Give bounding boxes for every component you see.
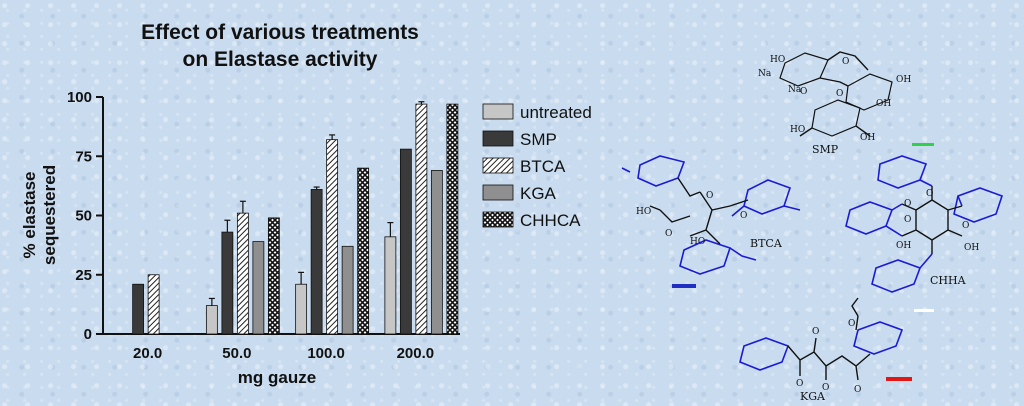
- kga-atom-1: O: [812, 327, 819, 337]
- y-axis-title-line-1: % elastase: [20, 172, 39, 259]
- btca-atom-3: O: [740, 211, 747, 221]
- bar-btca-50.0: [236, 212, 249, 335]
- legend-swatch-untreated: [482, 103, 514, 120]
- x-tick-label-3: 200.0: [397, 345, 435, 362]
- y-axis-ticks: 0 25 50 75 100: [67, 89, 103, 343]
- bar-chhca-100.0: [357, 167, 370, 335]
- bar-smp-20.0: [132, 283, 145, 335]
- chha-atom-2: OH: [964, 243, 979, 253]
- smp-atom-1: Na: [758, 69, 772, 79]
- chha-atom-4: O: [904, 215, 911, 225]
- bar-kga-50.0: [252, 241, 265, 335]
- smp-atom-2: O: [800, 87, 807, 97]
- smp-label: SMP: [812, 143, 839, 156]
- btca-label: BTCA: [750, 237, 783, 250]
- bar-chhca-200.0: [446, 103, 459, 335]
- chha-atom-5: O: [904, 199, 911, 209]
- bar-chhca-50.0: [267, 217, 280, 335]
- bar-btca-100.0: [326, 139, 339, 335]
- btca-atom-0: HO: [636, 207, 651, 217]
- chha-structure: O O OH OH O O CHHA: [845, 155, 1004, 312]
- kga-atom-4: O: [848, 319, 855, 329]
- kga-atom-2: O: [822, 383, 829, 393]
- legend-label-kga: KGA: [520, 184, 557, 203]
- kga-label: KGA: [800, 390, 826, 403]
- legend-swatch-smp: [482, 130, 514, 147]
- btca-atom-1: O: [665, 229, 672, 239]
- x-axis-title: mg gauze: [238, 368, 316, 387]
- smp-atom-0: HO: [770, 55, 785, 65]
- smp-atom-4: O: [842, 57, 849, 67]
- smp-structure: HO Na O Na O OH HO OH O OH SMP: [758, 51, 934, 156]
- x-tick-label-0: 20.0: [133, 345, 162, 362]
- legend-label-untreated: untreated: [520, 103, 592, 122]
- y-tick-label-0: 0: [84, 326, 92, 343]
- chha-atom-1: O: [962, 221, 969, 231]
- y-tick-label-2: 50: [75, 208, 92, 225]
- x-tick-label-2: 100.0: [307, 345, 345, 362]
- smp-atom-6: HO: [790, 125, 805, 135]
- legend-label-btca: BTCA: [520, 157, 566, 176]
- smp-atom-5: OH: [896, 75, 911, 85]
- legend-swatch-kga: [482, 184, 514, 201]
- btca-atom-2: O: [706, 191, 713, 201]
- legend-swatch-chhca: [482, 211, 514, 228]
- btca-atom-4: HO: [690, 237, 705, 247]
- chha-label: CHHA: [930, 274, 967, 287]
- x-axis-ticks: 20.0 50.0 100.0 200.0: [133, 345, 434, 362]
- smp-atom-7: OH: [876, 99, 891, 109]
- chha-atom-0: O: [926, 189, 933, 199]
- bar-btca-20.0: [147, 274, 160, 335]
- bar-kga-100.0: [341, 245, 354, 335]
- kga-atom-0: O: [796, 379, 803, 389]
- bar-smp-50.0: [221, 231, 234, 335]
- smp-green-marker: [912, 143, 934, 146]
- smp-atom-8: O: [836, 89, 843, 99]
- y-axis-title-line-2: sequestered: [40, 165, 59, 265]
- kga-red-marker: [886, 377, 912, 381]
- legend-label-chhca: CHHCA: [520, 211, 581, 230]
- kga-atom-3: O: [854, 385, 861, 395]
- btca-structure: HO O O O HO BTCA: [621, 155, 801, 288]
- chha-white-marker: [914, 309, 934, 312]
- kga-structure: O O O O O KGA: [739, 297, 912, 403]
- y-tick-label-4: 100: [67, 89, 92, 106]
- chart-title-line-2: on Elastase activity: [183, 48, 378, 71]
- bar-series-group: [132, 101, 459, 335]
- bar-kga-200.0: [430, 170, 443, 335]
- smp-atom-3: Na: [788, 85, 802, 95]
- bar-untreated-200.0: [384, 236, 397, 335]
- bar-smp-200.0: [399, 148, 412, 335]
- legend-swatch-btca: [482, 157, 514, 174]
- bar-untreated-100.0: [295, 283, 308, 335]
- chart-title-line-1: Effect of various treatments: [141, 21, 419, 44]
- btca-blue-marker: [672, 284, 696, 288]
- y-tick-label-3: 75: [75, 148, 92, 165]
- smp-atom-9: OH: [860, 133, 875, 143]
- bar-untreated-50.0: [205, 305, 218, 335]
- bar-smp-100.0: [310, 189, 323, 335]
- x-tick-label-1: 50.0: [222, 345, 251, 362]
- chha-atom-3: OH: [896, 241, 911, 251]
- y-tick-label-1: 25: [75, 267, 92, 284]
- bar-btca-200.0: [415, 103, 428, 335]
- legend-label-smp: SMP: [520, 130, 557, 149]
